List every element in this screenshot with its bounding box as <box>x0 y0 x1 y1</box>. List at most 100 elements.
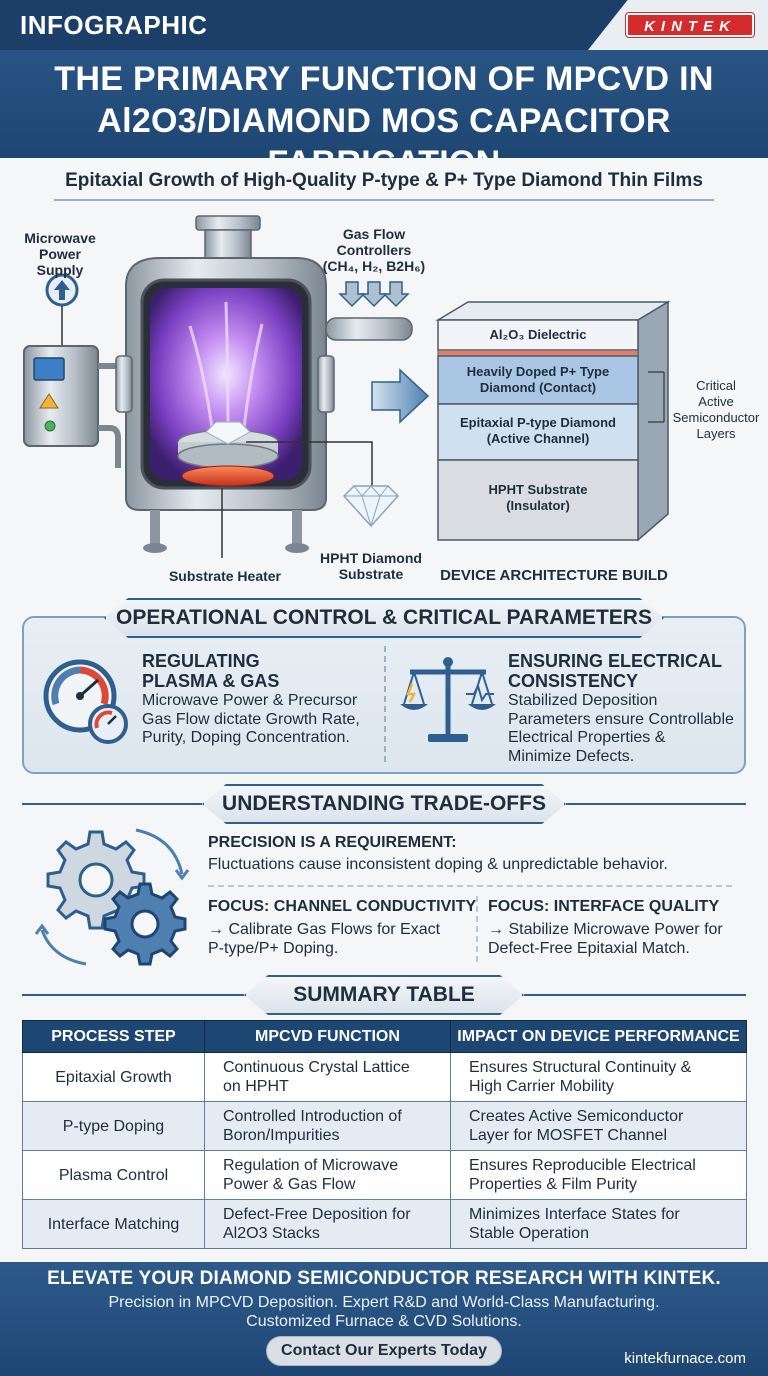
table-cell-function: Controlled Introduction of Boron/Impuriti… <box>204 1101 451 1151</box>
table-row: P-type Doping Controlled Introduction of… <box>22 1101 747 1151</box>
tradeoffs-divider-v <box>476 896 478 962</box>
layer-p-plus-2: Diamond (Contact) <box>479 380 597 395</box>
summary-rule-right <box>524 994 746 996</box>
column-header-step: PROCESS STEP <box>22 1020 205 1053</box>
gas-down-arrows-icon <box>338 281 410 308</box>
cta-line-1: Precision in MPCVD Deposition. Expert R&… <box>108 1294 660 1311</box>
microwave-label-2: Power Supply <box>36 246 84 278</box>
layer-hpht-2: (Insulator) <box>506 498 570 513</box>
critical-label-1: Critical <box>696 378 736 393</box>
contact-experts-button[interactable]: Contact Our Experts Today <box>266 1336 502 1366</box>
balance-scale-icon <box>400 657 496 742</box>
impact-line-2: Stable Operation <box>469 1225 590 1242</box>
operational-section-header: OPERATIONAL CONTROL & CRITICAL PARAMETER… <box>104 598 664 638</box>
title-line-1: THE PRIMARY FUNCTION OF MPCVD IN <box>54 60 714 98</box>
title-line-2: Al2O3/DIAMOND MOS CAPACITOR FABRICATION <box>97 102 671 158</box>
kintek-logo[interactable]: KINTEK <box>626 13 754 37</box>
impact-line-2: Layer for MOSFET Channel <box>469 1127 668 1144</box>
architecture-caption: DEVICE ARCHITECTURE BUILD <box>440 567 668 584</box>
up-arrow-icon <box>45 273 79 307</box>
tradeoffs-rule-left <box>22 803 202 805</box>
op-right-body-4: Minimize Defects. <box>508 747 635 765</box>
hpht-label-2: Substrate <box>338 566 404 582</box>
impact-line-1: Creates Active Semiconductor <box>469 1108 684 1125</box>
op-left-heading-1: REGULATING <box>142 651 260 671</box>
layer-p-type-2: (Active Channel) <box>486 431 590 446</box>
website-link[interactable]: kintekfurnace.com <box>624 1350 746 1367</box>
header-banner: INFOGRAPHIC KINTEK THE PRIMARY FUNCTION … <box>0 0 768 158</box>
interface-body: → Stabilize Microwave Power for Defect-F… <box>488 920 723 958</box>
table-cell-impact: Ensures Structural Continuity &High Carr… <box>450 1052 747 1102</box>
mpcvd-illustration: Microwave Power Supply Gas Flow Controll… <box>0 206 768 596</box>
channel-heading: FOCUS: CHANNEL CONDUCTIVITY <box>208 898 477 915</box>
layer-hpht: HPHT Substrate (Insulator) <box>438 482 638 514</box>
process-arrow-icon <box>371 368 430 424</box>
op-right-body-3: Electrical Properties & <box>508 729 666 746</box>
function-line-2: Power & Gas Flow <box>223 1176 356 1193</box>
gas-label-1: Gas Flow <box>342 226 406 242</box>
table-row: Interface Matching Defect-Free Depositio… <box>22 1199 747 1249</box>
gauge-icon <box>43 659 128 744</box>
impact-line-1: Ensures Structural Continuity & <box>469 1059 692 1076</box>
column-header-impact: IMPACT ON DEVICE PERFORMANCE <box>450 1020 747 1053</box>
function-line-1: Defect-Free Deposition for <box>223 1206 411 1223</box>
microwave-callout: Microwave Power Supply <box>14 230 106 278</box>
gears-icon <box>34 828 190 966</box>
impact-line-1: Minimizes Interface States for <box>469 1206 680 1223</box>
op-right-heading: ENSURING ELECTRICAL CONSISTENCY <box>508 651 722 691</box>
table-row: Epitaxial Growth Continuous Crystal Latt… <box>22 1052 747 1102</box>
summary-section-header: SUMMARY TABLE <box>244 975 524 1015</box>
function-line-2: Boron/Impurities <box>223 1127 340 1144</box>
device-stack <box>435 300 671 542</box>
op-right-body-2: Parameters ensure Controllable <box>508 710 734 728</box>
critical-label-4: Layers <box>696 426 736 441</box>
critical-label-3: Semiconductor <box>672 410 760 425</box>
op-divider <box>384 646 386 762</box>
table-cell-step: P-type Doping <box>22 1101 205 1151</box>
function-line-1: Regulation of Microwave <box>223 1157 399 1174</box>
layer-hpht-1: HPHT Substrate <box>488 482 588 497</box>
channel-body-1: → Calibrate Gas Flows for Exact <box>208 921 441 938</box>
mpcvd-reactor <box>115 215 413 553</box>
subtitle-divider <box>54 199 714 201</box>
gas-callout: Gas Flow Controllers (CH₄, H₂, B2H₆) <box>312 226 436 274</box>
table-header-row: PROCESS STEP MPCVD FUNCTION IMPACT ON DE… <box>22 1020 747 1053</box>
table-cell-step: Epitaxial Growth <box>22 1052 205 1102</box>
page-title: THE PRIMARY FUNCTION OF MPCVD IN Al2O3/D… <box>10 58 758 158</box>
op-left-heading-2: PLASMA & GAS <box>142 671 280 691</box>
op-right-heading-1: ENSURING ELECTRICAL <box>508 651 723 671</box>
layer-p-plus: Heavily Doped P+ Type Diamond (Contact) <box>438 364 638 396</box>
op-right-heading-2: CONSISTENCY <box>508 671 639 691</box>
op-left-body: Microwave Power & Precursor Gas Flow dic… <box>142 692 360 748</box>
summary-rule-left <box>22 994 244 996</box>
interface-body-2: Defect-Free Epitaxial Match. <box>488 940 690 957</box>
cta-line-2: Customized Furnace & CVD Solutions. <box>246 1313 522 1330</box>
impact-line-2: Properties & Film Purity <box>469 1176 638 1193</box>
function-line-2: Al2O3 Stacks <box>223 1225 320 1242</box>
precision-body: Fluctuations cause inconsistent doping &… <box>208 856 668 873</box>
hpht-callout: HPHT Diamond Substrate <box>312 550 430 582</box>
table-cell-step: Interface Matching <box>22 1199 205 1249</box>
critical-layers-label: Critical Active Semiconductor Layers <box>668 378 764 442</box>
gas-label-3: (CH₄, H₂, B2H₆) <box>322 258 426 274</box>
function-line-1: Controlled Introduction of <box>223 1108 402 1125</box>
op-left-body-3: Purity, Doping Concentration. <box>142 729 350 746</box>
tradeoffs-section-header: UNDERSTANDING TRADE-OFFS <box>202 784 566 824</box>
interface-body-1: → Stabilize Microwave Power for <box>488 921 723 938</box>
tradeoffs-rule-right <box>566 803 746 805</box>
table-cell-step: Plasma Control <box>22 1150 205 1200</box>
channel-body: → Calibrate Gas Flows for Exact P-type/P… <box>208 920 440 958</box>
op-right-body-1: Stabilized Deposition <box>508 692 658 709</box>
hpht-label-1: HPHT Diamond <box>320 550 422 566</box>
critical-label-2: Active <box>698 394 734 409</box>
column-header-function: MPCVD FUNCTION <box>204 1020 451 1053</box>
mpcvd-diagram <box>23 215 671 558</box>
impact-line-1: Ensures Reproducible Electrical <box>469 1157 696 1174</box>
channel-body-2: P-type/P+ Doping. <box>208 940 339 957</box>
